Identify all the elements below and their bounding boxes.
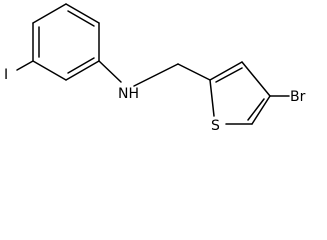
bond-b3-b4 [65,60,100,81]
bond-s-t2 [209,79,215,117]
thiophene-ring [209,61,271,125]
amine-label: NH [118,86,139,102]
molecule-structure: I NH S Br [4,3,306,134]
bond-b6-b1 [32,3,67,24]
benzene-ring [32,3,100,81]
double-bond-inner-1 [67,10,95,27]
bond-methylene-thiophene [177,63,211,81]
bond-aryl-nitrogen [98,60,122,83]
bond-nitrogen-methylene [133,63,179,87]
bond-c-iodine [16,60,34,71]
bond-t4-t5 [251,95,271,125]
thiophene-double-inner-2 [247,98,265,121]
bond-t3-t4 [241,61,271,97]
double-bond-inner-2 [67,57,95,74]
bond-b4-b5 [32,60,67,81]
bond-b1-b2 [65,3,100,24]
bond-t2-t3 [209,61,243,81]
iodine-label: I [4,67,8,83]
sulfur-label: S [211,118,220,134]
bromine-label: Br [290,89,306,105]
thiophene-double-inner-1 [215,67,243,83]
